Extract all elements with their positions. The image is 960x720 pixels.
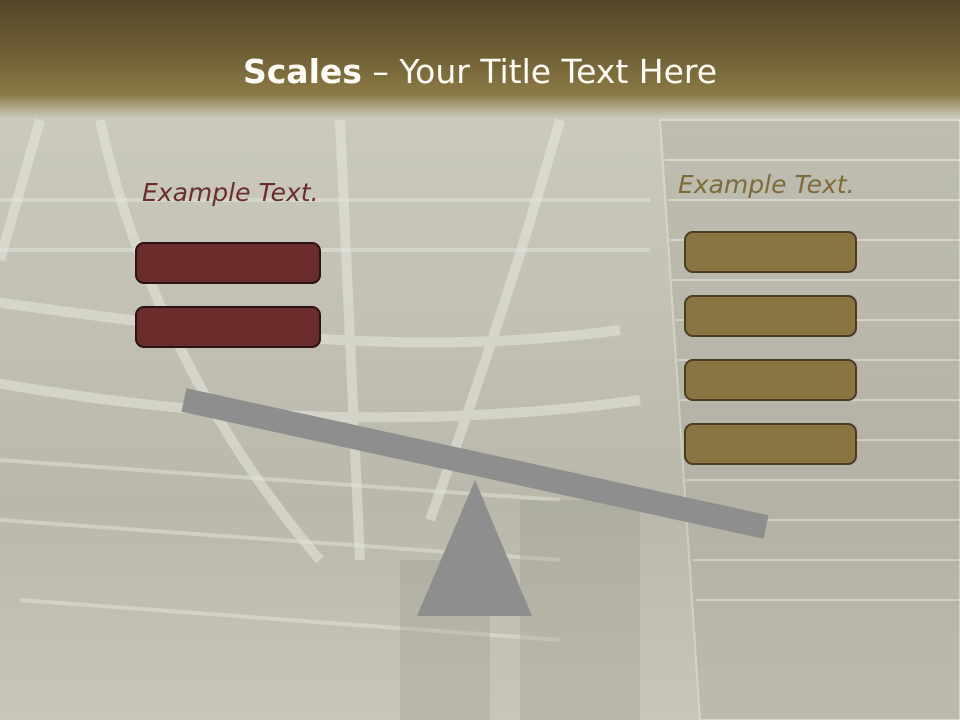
right-box-3 — [684, 359, 857, 401]
title-banner — [0, 0, 960, 118]
right-label: Example Text. — [678, 170, 855, 199]
right-box-2 — [684, 295, 857, 337]
right-box-1 — [684, 231, 857, 273]
left-label: Example Text. — [142, 178, 319, 207]
right-box-4 — [684, 423, 857, 465]
slide-title: Scales – Your Title Text Here — [0, 52, 960, 91]
left-box-1 — [135, 242, 321, 284]
left-box-2 — [135, 306, 321, 348]
scale-beam — [181, 388, 769, 539]
title-bold: Scales — [242, 52, 362, 91]
title-rest: – Your Title Text Here — [361, 52, 718, 91]
scale-fulcrum — [417, 480, 532, 616]
